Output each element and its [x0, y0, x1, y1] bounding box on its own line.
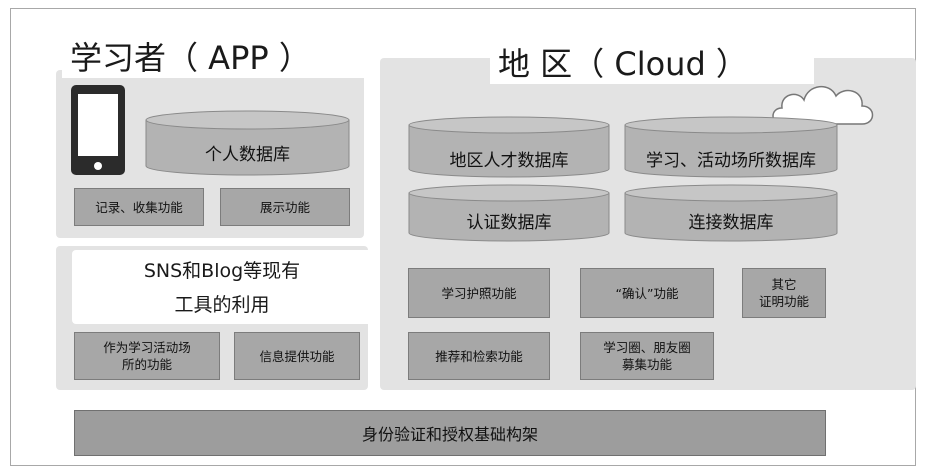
- sns-blog-tools: SNS和Blog等现有 工具的利用: [72, 250, 372, 324]
- learning-circle-line2: 募集功能: [621, 357, 672, 372]
- display-function: 展示功能: [220, 188, 350, 226]
- learning-circle-function: 学习圈、朋友圈 募集功能: [580, 332, 714, 380]
- identity-auth-foundation-label: 身份验证和授权基础构架: [361, 425, 538, 444]
- other-certification-function: 其它 证明功能: [742, 268, 826, 318]
- other-certification-line1: 其它: [771, 277, 797, 292]
- record-collect-function: 记录、收集功能: [74, 188, 204, 226]
- learning-circle-line1: 学习圈、朋友圈: [603, 340, 691, 355]
- authentication-database: 认证数据库: [408, 184, 610, 242]
- learning-venue-line2: 所的功能: [121, 357, 172, 372]
- confirm-label: “确认”功能: [615, 285, 679, 301]
- personal-database: 个人数据库: [145, 110, 350, 176]
- region-cloud-title-text: 地 区（ Cloud ）: [498, 45, 748, 83]
- personal-database-label: 个人数据库: [205, 145, 290, 165]
- connection-database: 连接数据库: [624, 184, 838, 242]
- confirm-function: “确认”功能: [580, 268, 714, 318]
- connection-database-label: 连接数据库: [688, 213, 774, 233]
- learning-passport-function: 学习护照功能: [408, 268, 550, 318]
- info-provision-label: 信息提供功能: [259, 348, 335, 364]
- other-certification-line2: 证明功能: [758, 294, 809, 309]
- recommend-search-label: 推荐和检索功能: [435, 348, 523, 364]
- learning-passport-label: 学习护照功能: [441, 285, 517, 301]
- venue-database: 学习、活动场所数据库: [624, 116, 838, 178]
- venue-database-label: 学习、活动场所数据库: [646, 151, 816, 171]
- cloud-icon: [772, 86, 874, 125]
- learner-app-title-text: 学习者（ APP ）: [70, 39, 311, 77]
- record-collect-label: 记录、收集功能: [95, 199, 183, 215]
- learning-venue-line1: 作为学习活动场: [103, 340, 191, 355]
- identity-auth-foundation: 身份验证和授权基础构架: [74, 410, 826, 456]
- learner-app-title: 学习者（ APP ）: [62, 38, 370, 78]
- learning-venue-function: 作为学习活动场 所的功能: [74, 332, 220, 380]
- region-cloud-title: 地 区（ Cloud ）: [490, 44, 814, 84]
- smartphone-icon: [71, 85, 125, 175]
- recommend-search-function: 推荐和检索功能: [408, 332, 550, 380]
- display-label: 展示功能: [259, 199, 310, 215]
- regional-talent-database: 地区人才数据库: [408, 116, 610, 178]
- sns-line2: 工具的利用: [174, 294, 270, 316]
- sns-line1: SNS和Blog等现有: [143, 260, 301, 282]
- authentication-database-label: 认证数据库: [466, 213, 552, 233]
- regional-talent-database-label: 地区人才数据库: [449, 151, 569, 171]
- info-provision-function: 信息提供功能: [234, 332, 360, 380]
